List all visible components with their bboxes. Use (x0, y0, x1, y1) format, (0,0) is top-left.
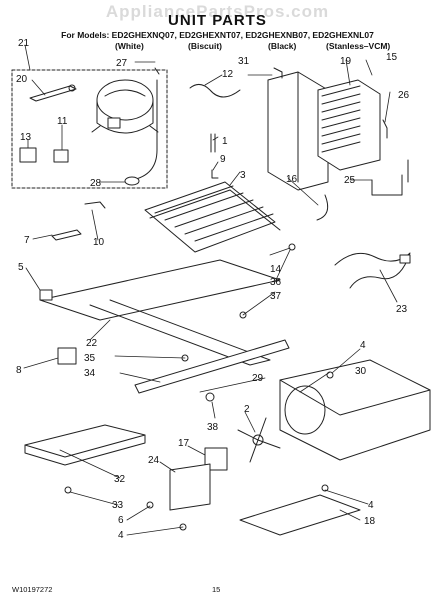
compressor (91, 79, 159, 134)
callout-34: 34 (84, 368, 96, 379)
clip-9 (211, 169, 219, 179)
callout-8: 8 (16, 365, 22, 376)
callout-32: 32 (114, 474, 126, 485)
callout-5: 5 (18, 262, 24, 273)
condenser-fan (237, 417, 281, 463)
drain-pan (24, 424, 146, 458)
page-title: UNIT PARTS (168, 12, 267, 29)
grommet (124, 176, 140, 186)
tube-1 (210, 133, 216, 153)
callout-33: 33 (112, 500, 124, 511)
callout-10: 10 (93, 237, 105, 248)
condenser (144, 181, 281, 253)
callout-14: 14 (270, 264, 282, 275)
callout-9: 9 (220, 154, 226, 165)
callout-35: 35 (84, 353, 96, 364)
callout-12: 12 (222, 69, 234, 80)
page-number: 15 (212, 585, 221, 594)
base-frame (39, 259, 290, 394)
bracket-31 (273, 67, 283, 79)
relay-cover (53, 149, 69, 163)
overload (19, 147, 37, 163)
callout-11: 11 (57, 116, 68, 127)
callout-31: 31 (238, 56, 250, 67)
callout-15: 15 (386, 52, 398, 63)
callout-29: 29 (252, 373, 264, 384)
wire-10 (84, 201, 106, 209)
screw-4b (321, 484, 329, 492)
thermostat-26 (382, 119, 388, 139)
callout-24: 24 (148, 455, 160, 466)
watermark: AppliancePartsPros.com (105, 2, 330, 21)
callout-6: 6 (118, 515, 124, 526)
tube-16 (316, 194, 329, 221)
callout-26: 26 (398, 90, 410, 101)
document-number: W10197272 (12, 585, 53, 594)
callout-20: 20 (16, 74, 28, 85)
callout-22: 22 (86, 338, 98, 349)
callout-27: 27 (116, 58, 128, 69)
callout-21: 21 (18, 38, 30, 49)
color-biscuit: (Biscuit) (188, 41, 222, 51)
label-8 (57, 347, 77, 365)
callout-30: 30 (355, 366, 367, 377)
callout-37: 37 (270, 291, 282, 302)
callout-16: 16 (286, 174, 298, 185)
tube-7 (51, 229, 82, 241)
wire-harness (334, 252, 411, 289)
model-list: For Models: ED2GHEXNQ07, ED2GHEXNT07, ED… (61, 30, 374, 40)
evaporator-coil (317, 79, 381, 171)
callout-2: 2 (244, 404, 250, 415)
callout-38: 38 (207, 422, 219, 433)
color-white: (White) (115, 41, 144, 51)
callout-17: 17 (178, 438, 190, 449)
callout-4b: 4 (368, 500, 374, 511)
drain-tube-25 (371, 174, 403, 196)
callout-18: 18 (364, 516, 376, 527)
callout-28: 28 (90, 178, 102, 189)
callout-36: 36 (270, 277, 282, 288)
callout-4a: 4 (360, 340, 366, 351)
callout-19: 19 (340, 56, 352, 67)
callout-1: 1 (222, 136, 228, 147)
motor-bracket (169, 463, 211, 511)
callout-25: 25 (344, 175, 356, 186)
drain-tray (239, 494, 361, 536)
screw-33 (64, 486, 72, 494)
screw-27 (154, 67, 160, 75)
color-black: (Black) (268, 41, 297, 51)
bracket-5 (39, 289, 53, 301)
evaporator-cover (267, 71, 329, 191)
part-38 (205, 392, 215, 402)
start-relay (29, 84, 77, 102)
screw-14 (288, 243, 296, 251)
callout-13: 13 (20, 132, 32, 143)
callout-23: 23 (396, 304, 408, 315)
compressor-kit-box (11, 69, 168, 189)
color-stainless: (Stanless–VCM) (326, 41, 391, 51)
callout-4c: 4 (118, 530, 124, 541)
callout-7: 7 (24, 235, 30, 246)
tube-12 (189, 84, 241, 98)
callout-3: 3 (240, 170, 246, 181)
